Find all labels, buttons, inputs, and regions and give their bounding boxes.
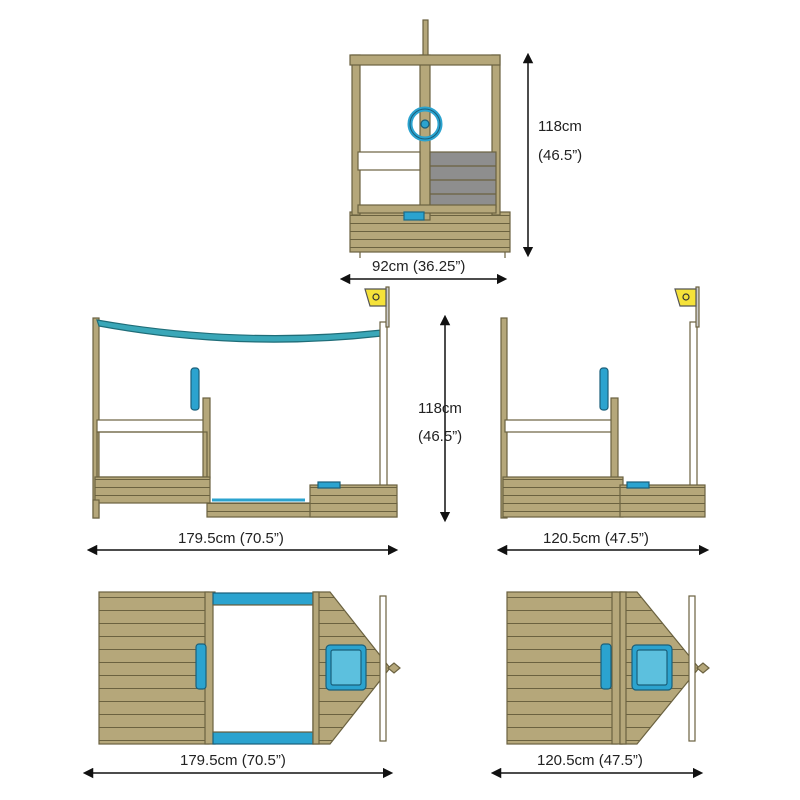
steering-wheel-top-icon: [600, 643, 612, 690]
steering-wheel-icon: [407, 106, 443, 142]
top-view-open: [98, 591, 401, 745]
front-view: [349, 19, 511, 258]
front-width-label: 92cm (36.25”): [372, 258, 465, 275]
side-height-cm: 118cm: [418, 400, 462, 417]
front-height-cm: 118cm: [538, 118, 582, 135]
pirate-flag-icon: [674, 286, 700, 328]
side-view-open: [92, 286, 398, 519]
top-view-closed: [506, 591, 710, 745]
side-height-in: (46.5”): [418, 428, 462, 445]
top-closed-length-label: 120.5cm (47.5”): [537, 752, 643, 769]
steering-wheel-top-icon: [195, 643, 207, 690]
front-height-in: (46.5”): [538, 147, 582, 164]
side-closed-length-label: 120.5cm (47.5”): [543, 530, 649, 547]
canopy-shade: [96, 319, 383, 343]
steering-wheel-side-icon: [190, 367, 200, 411]
pirate-flag-icon: [364, 286, 390, 328]
top-open-length-label: 179.5cm (70.5”): [180, 752, 286, 769]
side-open-length-label: 179.5cm (70.5”): [178, 530, 284, 547]
side-view-closed: [500, 286, 706, 519]
steering-wheel-side-icon: [599, 367, 609, 411]
